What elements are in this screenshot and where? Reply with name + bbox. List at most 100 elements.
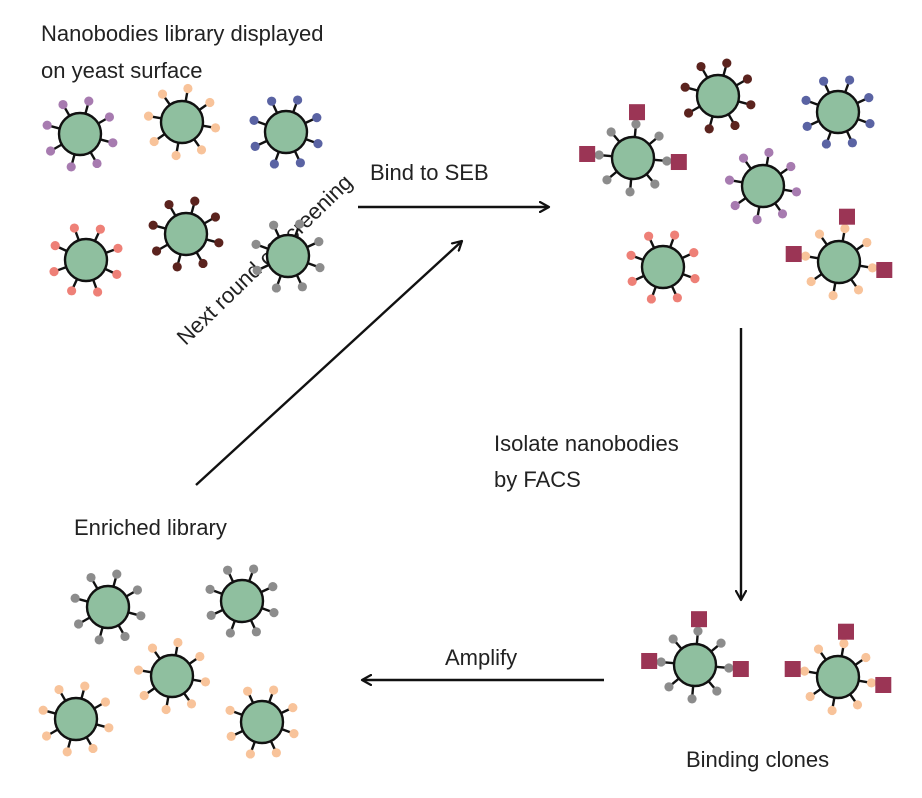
nanobody-head xyxy=(712,686,722,696)
nanobody-head xyxy=(190,196,200,206)
nanobody-head xyxy=(867,263,878,273)
nanobody-head xyxy=(730,120,740,131)
amplify-label: Amplify xyxy=(445,645,518,670)
nanobody-head xyxy=(828,290,838,301)
nanobody-head xyxy=(668,634,678,644)
nanobody-head xyxy=(41,731,52,741)
yeast-body xyxy=(695,73,741,119)
nanobody-head xyxy=(662,156,672,166)
nanobody-head xyxy=(269,159,279,169)
nanobody-head xyxy=(683,108,694,118)
yeast-body xyxy=(672,642,718,688)
nanobody-head xyxy=(722,58,732,68)
yeast-body xyxy=(610,135,656,181)
yeast-body xyxy=(740,163,786,209)
yeast-body xyxy=(57,111,103,157)
nanobody-head xyxy=(704,124,714,134)
yeast-cell xyxy=(801,75,875,149)
yeast-cell xyxy=(42,96,118,172)
nanobody-head xyxy=(293,95,303,105)
seb-antigen xyxy=(732,661,749,678)
yeast-body xyxy=(53,696,99,742)
nanobody-head xyxy=(777,209,788,219)
yeast-body xyxy=(239,699,285,745)
nanobody-head xyxy=(161,704,171,715)
yeast-cell xyxy=(579,104,687,197)
nanobody-head xyxy=(806,276,816,287)
nanobody-head xyxy=(631,119,641,129)
nanobody-head xyxy=(171,150,181,161)
nanobody-head xyxy=(865,119,875,129)
nanobody-head xyxy=(42,120,52,130)
nanobody-head xyxy=(656,657,666,667)
nanobody-head xyxy=(267,96,277,106)
nanobody-head xyxy=(38,705,48,715)
nanobody-head xyxy=(746,100,756,110)
nanobody-head xyxy=(724,175,735,185)
nanobody-head xyxy=(764,147,774,158)
yeast-cell xyxy=(724,147,802,225)
yeast-cell xyxy=(641,611,749,704)
nanobody-head xyxy=(147,643,158,653)
nanobody-head xyxy=(143,111,154,121)
yeast-body xyxy=(163,211,209,257)
nanobody-head xyxy=(73,619,84,629)
library-label-line-2: on yeast surface xyxy=(41,58,203,83)
nanobody-head xyxy=(269,608,279,618)
yeast-cell xyxy=(133,637,211,715)
nanobody-head xyxy=(672,293,682,303)
yeast-body xyxy=(159,99,205,145)
nanobody-head xyxy=(799,666,810,676)
yeast-cells xyxy=(38,58,893,759)
nanobody-head xyxy=(151,246,162,256)
nanobody-head xyxy=(132,585,143,595)
seb-antigen xyxy=(876,261,893,278)
nanobody-head xyxy=(626,250,636,260)
yeast-cell xyxy=(225,685,299,759)
nanobody-head xyxy=(210,123,221,133)
yeast-cell xyxy=(626,230,700,304)
nanobody-head xyxy=(646,294,656,304)
nanobody-head xyxy=(120,631,130,642)
nanobody-head xyxy=(70,593,80,603)
nanobody-head xyxy=(269,220,279,230)
nanobody-head xyxy=(295,219,305,229)
nanobody-head xyxy=(800,251,811,261)
nanobody-head xyxy=(66,162,76,172)
yeast-cell xyxy=(70,569,146,645)
nanobody-head xyxy=(95,224,105,234)
nanobody-head xyxy=(606,127,616,137)
isolate-label-line-2: by FACS xyxy=(494,467,581,492)
nanobody-head xyxy=(315,263,325,273)
nanobody-head xyxy=(295,158,305,168)
nanobody-head xyxy=(93,287,103,297)
nanobody-head xyxy=(164,199,174,210)
nanobody-head xyxy=(840,223,850,234)
nanobody-head xyxy=(139,690,149,701)
yeast-cell xyxy=(38,681,114,757)
seb-antigen xyxy=(691,611,708,628)
nanobody-head xyxy=(210,212,221,222)
seb-antigen xyxy=(670,154,687,171)
nanobody-head xyxy=(112,269,122,279)
yeast-body xyxy=(816,239,862,285)
nanobody-head xyxy=(100,697,111,707)
nanobody-head xyxy=(225,705,235,715)
next-round-arrow xyxy=(195,241,462,486)
nanobody-head xyxy=(149,136,159,147)
nanobody-head xyxy=(62,747,72,757)
nanobody-head xyxy=(58,99,68,110)
nanobody-head xyxy=(802,121,812,131)
nanobody-head xyxy=(112,569,122,579)
seb-antigen xyxy=(875,676,892,693)
nanobody-head xyxy=(205,97,215,108)
nanobody-head xyxy=(654,131,664,141)
nanobody-head xyxy=(852,700,863,710)
nanobody-head xyxy=(226,731,236,741)
nanobody-head xyxy=(205,584,215,594)
nanobody-head xyxy=(157,89,168,99)
nanobody-head xyxy=(866,678,877,688)
nanobody-head xyxy=(172,262,182,272)
nanobody-head xyxy=(251,627,261,637)
nanobody-head xyxy=(245,749,255,759)
